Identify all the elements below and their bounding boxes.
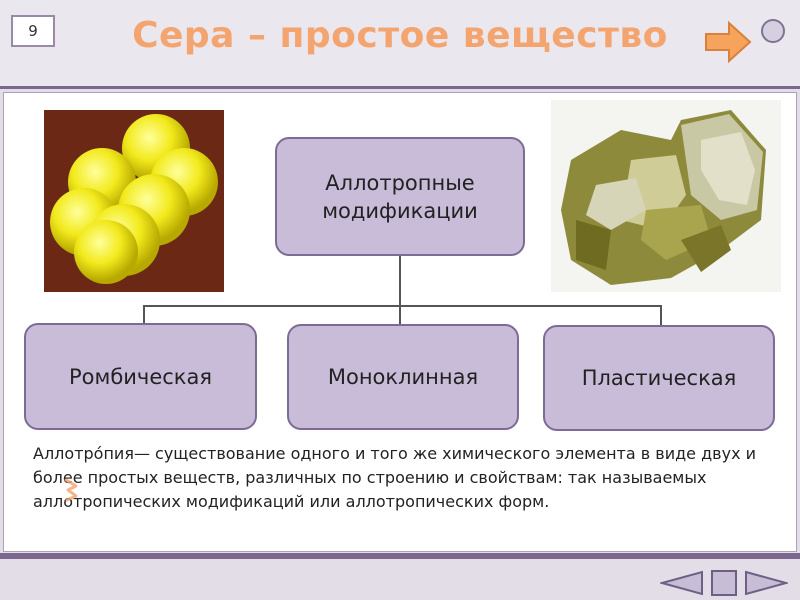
connector-horizontal bbox=[143, 305, 662, 307]
diagram-box-monoclinic: Моноклинная bbox=[287, 324, 519, 430]
sound-icon bbox=[64, 478, 78, 502]
connector-vertical-root bbox=[399, 256, 401, 307]
diagram-box-plastic: Пластическая bbox=[543, 325, 775, 431]
sulfur-crystal-image bbox=[551, 100, 781, 292]
definition-text: Аллотро́пия— существование одного и того… bbox=[33, 444, 757, 511]
slide-number: 9 bbox=[11, 15, 55, 47]
arrow-right-icon[interactable] bbox=[703, 20, 753, 64]
triangle-left-icon[interactable] bbox=[660, 570, 704, 596]
connector-right bbox=[660, 305, 662, 325]
slide-title: Сера – простое вещество bbox=[132, 15, 668, 56]
triangle-right-icon[interactable] bbox=[744, 570, 788, 596]
diagram-root-box: Аллотропные модификации bbox=[275, 137, 525, 256]
footer-bar bbox=[0, 553, 800, 559]
sulfur-molecule-image bbox=[44, 110, 224, 292]
connector-left bbox=[143, 305, 145, 323]
connector-middle bbox=[399, 305, 401, 324]
circle-icon[interactable] bbox=[761, 19, 785, 43]
square-icon[interactable] bbox=[711, 570, 737, 596]
diagram-box-rhombic: Ромбическая bbox=[24, 323, 257, 430]
slide-header bbox=[0, 0, 800, 89]
